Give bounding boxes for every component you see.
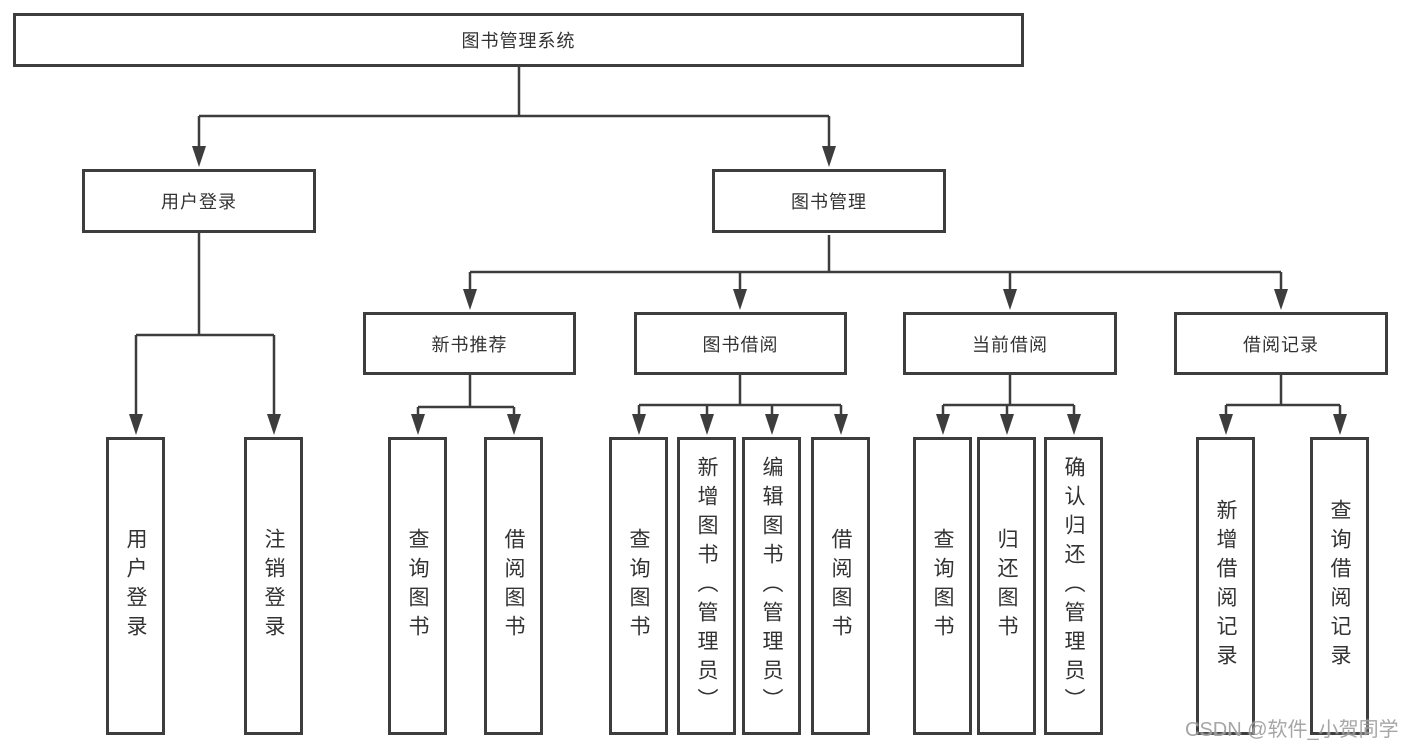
leaf-user-login-label: 用户登录 xyxy=(124,528,147,644)
leaf-records-query-record-label: 查询借阅记录 xyxy=(1328,499,1351,673)
arrowhead xyxy=(411,414,425,435)
node-current-borrow-label: 当前借阅 xyxy=(972,334,1048,355)
connector-currentborrow-to-leaves xyxy=(941,375,1076,416)
connector-newbookrec-to-leaves xyxy=(416,375,516,416)
leaf-current-confirm-return: 确认归还（管理员） xyxy=(1044,437,1103,735)
leaf-logout-label: 注销登录 xyxy=(262,528,285,644)
leaf-records-add-record: 新增借阅记录 xyxy=(1196,437,1255,735)
node-book-borrow: 图书借阅 xyxy=(634,312,847,375)
leaf-logout: 注销登录 xyxy=(244,437,303,735)
leaf-current-query-book-label: 查询图书 xyxy=(931,528,954,644)
arrowhead xyxy=(1003,289,1017,310)
node-root-label: 图书管理系统 xyxy=(461,31,576,51)
node-borrow-records: 借阅记录 xyxy=(1174,312,1388,375)
csdn-watermark: CSDN @软件_小贺同学 xyxy=(1185,719,1399,741)
node-book-borrow-label: 图书借阅 xyxy=(702,334,779,355)
leaf-recommend-borrow-book-label: 借阅图书 xyxy=(502,528,525,644)
arrowhead xyxy=(936,414,950,435)
node-current-borrow: 当前借阅 xyxy=(903,312,1117,375)
arrowhead xyxy=(765,414,779,435)
leaf-recommend-borrow-book: 借阅图书 xyxy=(484,437,543,735)
arrowhead xyxy=(507,414,521,435)
leaf-recommend-query-book-label: 查询图书 xyxy=(406,528,429,644)
leaf-borrow-query-book: 查询图书 xyxy=(609,437,668,735)
node-user-login: 用户登录 xyxy=(82,169,316,233)
arrowhead xyxy=(834,414,848,435)
leaf-borrow-edit-book-label: 编辑图书（管理员） xyxy=(760,455,783,717)
leaf-borrow-add-book-label: 新增图书（管理员） xyxy=(695,455,718,717)
arrowhead xyxy=(1274,289,1288,310)
connector-borrowrecords-to-leaves xyxy=(1224,375,1342,416)
node-new-book-recommend: 新书推荐 xyxy=(363,312,576,375)
arrowhead xyxy=(1067,414,1081,435)
leaf-borrow-add-book: 新增图书（管理员） xyxy=(677,437,736,735)
leaf-recommend-query-book: 查询图书 xyxy=(388,437,447,735)
arrowhead xyxy=(700,414,714,435)
arrowhead xyxy=(1219,414,1233,435)
leaf-borrow-borrow-book: 借阅图书 xyxy=(811,437,870,735)
leaf-borrow-query-book-label: 查询图书 xyxy=(627,528,650,644)
arrowhead xyxy=(632,414,646,435)
node-new-book-recommend-label: 新书推荐 xyxy=(431,334,508,355)
leaf-records-add-record-label: 新增借阅记录 xyxy=(1214,499,1237,673)
arrowhead xyxy=(192,146,206,167)
leaf-current-return-book-label: 归还图书 xyxy=(995,528,1018,644)
arrowhead xyxy=(463,289,477,310)
node-root: 图书管理系统 xyxy=(13,13,1024,67)
arrowhead xyxy=(129,414,143,435)
arrowhead xyxy=(267,414,281,435)
leaf-current-query-book: 查询图书 xyxy=(913,437,972,735)
leaf-current-confirm-return-label: 确认归还（管理员） xyxy=(1062,455,1085,717)
arrowhead xyxy=(1333,414,1347,435)
leaf-borrow-edit-book: 编辑图书（管理员） xyxy=(742,437,801,735)
leaf-records-query-record: 查询借阅记录 xyxy=(1310,437,1369,735)
connector-root-to-level2 xyxy=(197,67,831,150)
connector-userlogin-to-leaves xyxy=(134,233,276,416)
node-book-management: 图书管理 xyxy=(712,169,946,233)
connector-bookborrow-to-leaves xyxy=(637,375,843,416)
node-borrow-records-label: 借阅记录 xyxy=(1243,334,1319,355)
connector-bookmgmt-to-level3 xyxy=(468,235,1283,292)
arrowhead xyxy=(822,146,836,167)
arrowhead xyxy=(1000,414,1014,435)
leaf-user-login: 用户登录 xyxy=(106,437,165,735)
node-book-management-label: 图书管理 xyxy=(791,192,867,212)
arrowhead xyxy=(733,289,747,310)
node-user-login-label: 用户登录 xyxy=(161,192,237,212)
leaf-current-return-book: 归还图书 xyxy=(977,437,1036,735)
leaf-borrow-borrow-book-label: 借阅图书 xyxy=(829,528,852,644)
